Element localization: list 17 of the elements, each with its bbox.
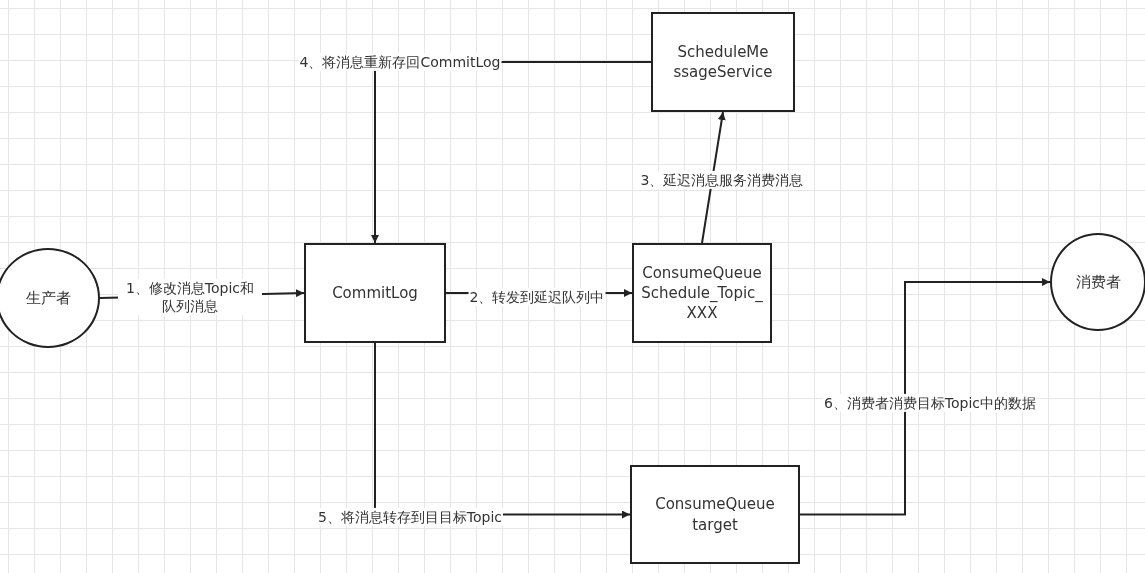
arrow — [799, 278, 1051, 516]
process-box — [632, 243, 772, 343]
edge-label: 2、转发到延迟队列中 — [468, 287, 606, 307]
node-label: ScheduleMe ssageService — [672, 41, 774, 83]
edge-label: 5、将消息转存到目目标Topic — [316, 507, 504, 527]
edge-label: 4、将消息重新存回CommitLog — [298, 52, 502, 72]
node-label: ConsumeQueue target — [654, 494, 776, 535]
node-label: CommitLog — [331, 282, 419, 304]
node-label: ConsumeQueue Schedule_Topic_ XXX — [640, 262, 764, 324]
process-box — [304, 243, 446, 343]
edge-label: 6、消费者消费目标Topic中的数据 — [822, 393, 1038, 413]
edge-label: 1、修改消息Topic和队列消息 — [118, 278, 262, 316]
node-label: 生产者 — [24, 287, 72, 309]
process-box — [651, 12, 795, 112]
node-label: 消费者 — [1074, 271, 1122, 293]
edge-label: 3、延迟消息服务消费消息 — [639, 170, 805, 190]
process-box — [630, 465, 800, 564]
